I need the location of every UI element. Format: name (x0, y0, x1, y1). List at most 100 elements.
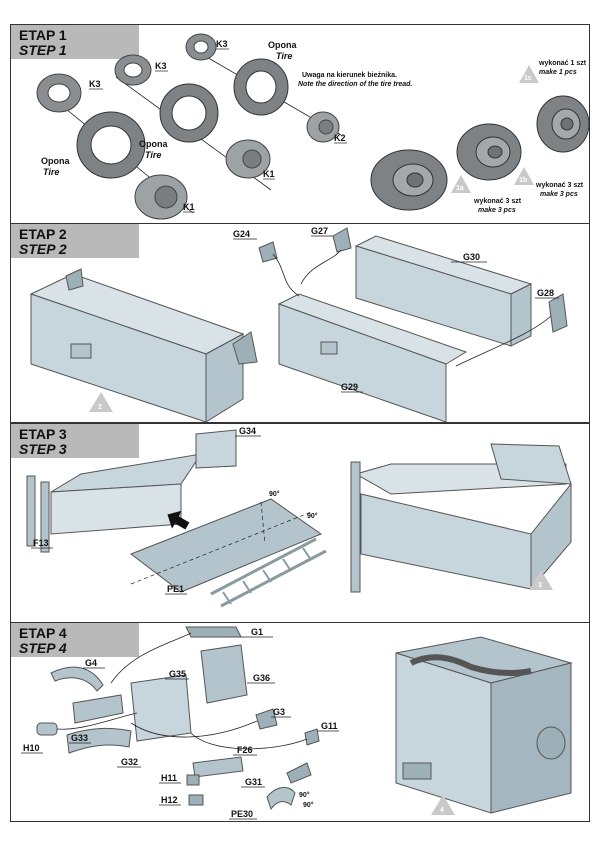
note-make3-b-en: make 3 pcs (540, 191, 578, 198)
k1-hub-2 (225, 139, 271, 179)
label-angle-2: 90° (307, 512, 318, 520)
tire-3 (233, 58, 289, 116)
part-h11 (186, 774, 200, 786)
label-tire-en-mid: Tire (145, 150, 161, 160)
label-g36: G36 (253, 673, 270, 683)
triangle-4-label: 4 (440, 807, 444, 814)
triangle-1b: 1b (514, 167, 534, 185)
step-1-title-en: STEP 1 (19, 42, 67, 58)
part-h10 (36, 722, 58, 736)
step-3-title-en: STEP 3 (19, 441, 67, 457)
triangle-1b-label: 1b (519, 177, 527, 184)
triangle-3-label: 3 (538, 582, 542, 589)
label-k3-c: K3 (216, 39, 228, 49)
part-g24 (258, 241, 278, 263)
step-1-drawing: 1a 1b 1c K3 K3 K3 Opona Tire Opona Tire … (36, 33, 589, 220)
step-3-header: ETAP 3 STEP 3 (11, 424, 139, 458)
k2-hub (306, 111, 340, 143)
triangle-1c: 1c (519, 65, 539, 83)
wheel-1a (370, 149, 448, 211)
step-2-header: ETAP 2 STEP 2 (11, 224, 139, 258)
label-k1-a: K1 (183, 202, 195, 212)
label-tire-pl-mid: Opona (139, 139, 168, 149)
step-3-drawing: 3 G34 F13 PE1 90° 90° (26, 426, 572, 608)
label-g11: G11 (321, 721, 338, 731)
part-pe1 (129, 498, 323, 593)
arrow-icon (167, 510, 190, 530)
label-g4: G4 (85, 658, 97, 668)
fuel-tank-exploded (258, 227, 568, 422)
note-tread-pl: Uwaga na kierunek bieżnika. (302, 72, 397, 79)
k3-ring-2 (114, 54, 152, 86)
wheel-1c (536, 95, 589, 153)
label-pe30: PE30 (231, 809, 253, 819)
tire-1 (76, 111, 146, 179)
part-g32 (66, 727, 132, 754)
note-make1-pl: wykonać 1 szt (538, 60, 587, 67)
label-tire-en-top: Tire (276, 51, 292, 61)
engine-assembled (395, 636, 573, 814)
triangle-2: 2 (89, 392, 113, 412)
cargo-box-assembled (350, 443, 572, 593)
part-g33 (72, 694, 124, 724)
part-g27 (332, 227, 352, 253)
k3-ring-1 (36, 73, 82, 113)
label-k1-b: K1 (263, 169, 275, 179)
label-h12: H12 (161, 795, 178, 805)
note-make3-b-pl: wykonać 3 szt (535, 182, 584, 189)
note-tread-en: Note the direction of the tire tread. (298, 81, 412, 88)
label-g3: G3 (273, 707, 285, 717)
engine-exploded (36, 626, 320, 811)
label-tire-en-left: Tire (43, 167, 59, 177)
label-g31: G31 (245, 777, 262, 787)
step-3-panel: ETAP 3 STEP 3 (10, 423, 590, 623)
k3-ring-3 (185, 33, 217, 61)
part-g36 (200, 644, 248, 704)
step-2-panel: ETAP 2 STEP 2 2 (10, 223, 590, 423)
label-g30: G30 (463, 252, 480, 262)
step-4-title-en: STEP 4 (19, 640, 67, 656)
label-f13: F13 (33, 538, 49, 548)
label-k3-a: K3 (89, 79, 101, 89)
step-1-title-pl: ETAP 1 (19, 27, 67, 43)
part-g34 (195, 429, 237, 469)
label-g35: G35 (169, 669, 186, 679)
k1-hub-1 (134, 174, 188, 220)
label-tire-pl-left: Opona (41, 156, 70, 166)
wheel-1b (456, 123, 522, 181)
part-g28 (548, 293, 568, 333)
label-h11: H11 (161, 773, 177, 783)
part-g35 (130, 674, 192, 742)
label-g29: G29 (341, 382, 358, 392)
note-make3-a-en: make 3 pcs (478, 207, 516, 214)
note-make1-en: make 1 pcs (539, 69, 577, 76)
part-g31 (192, 756, 244, 778)
label-f26: F26 (237, 745, 253, 755)
label-angle-2: 90° (303, 801, 314, 809)
part-g11 (304, 728, 320, 746)
part-h12 (188, 794, 204, 806)
photoetch-ladder (210, 537, 327, 608)
tire-2 (159, 83, 219, 143)
step-2-title-en: STEP 2 (19, 241, 67, 257)
cargo-box-exploded (26, 429, 327, 608)
label-g33: G33 (71, 733, 88, 743)
triangle-4: 4 (431, 795, 455, 815)
fuel-tank-assembled (29, 268, 258, 422)
triangle-1c-label: 1c (524, 75, 532, 82)
part-g1 (185, 626, 242, 638)
triangle-1a: 1a (451, 175, 471, 193)
part-g3 (255, 708, 278, 730)
label-pe1: PE1 (167, 584, 184, 594)
triangle-1a-label: 1a (456, 185, 464, 192)
triangle-2-label: 2 (98, 404, 102, 411)
label-g28: G28 (537, 288, 554, 298)
step-1-panel: ETAP 1 STEP 1 (10, 24, 590, 224)
label-angle-1: 90° (269, 490, 280, 498)
step-1-header: ETAP 1 STEP 1 (11, 25, 139, 59)
step-4-title-pl: ETAP 4 (19, 625, 67, 641)
label-k3-b: K3 (155, 61, 167, 71)
triangle-3: 3 (529, 570, 553, 590)
note-make3-a-pl: wykonać 3 szt (473, 198, 522, 205)
step-3-title-pl: ETAP 3 (19, 426, 67, 442)
